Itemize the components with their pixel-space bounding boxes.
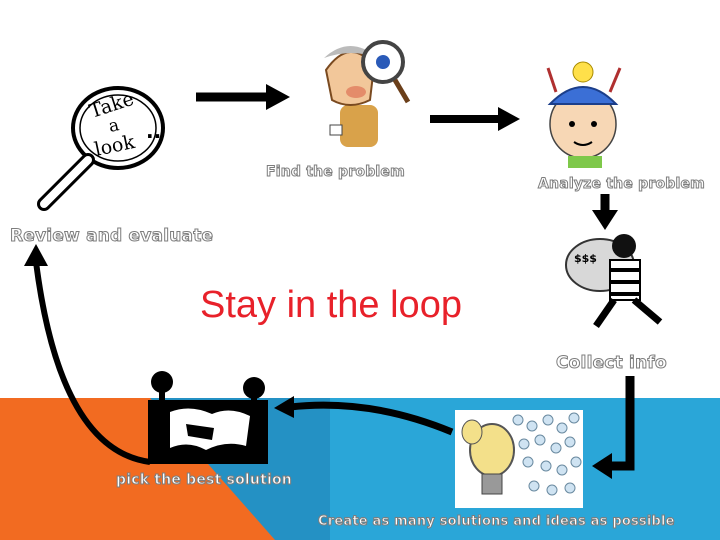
arrow-look-to-find [196, 84, 290, 110]
slide-title: Stay in the loop [200, 284, 462, 326]
money-bag-label: $$$ [574, 252, 597, 265]
magnifier-word-2: a [107, 115, 121, 137]
arrow-analyze-to-collect [592, 194, 618, 230]
magnifier-word-4: .. [146, 119, 161, 143]
orange-band [0, 398, 275, 540]
arrow-find-to-analyze [430, 107, 520, 131]
lightbulbs-icon [455, 410, 583, 508]
step-find-label: Find the problem [266, 164, 406, 181]
arrow-create-to-pick [274, 396, 454, 436]
arrow-collect-to-create [592, 376, 635, 479]
thinking-boy-icon [546, 61, 622, 168]
step-create-label: Create as many solutions and ideas as po… [318, 514, 675, 530]
robber-icon: $$$ [565, 234, 663, 328]
detective-icon [324, 40, 411, 147]
puzzle-team-icon [148, 371, 268, 464]
step-analyze-label: Analyze the problem [538, 176, 706, 193]
take-a-look-magnifier-icon: Take a look .. [37, 86, 165, 211]
arrow-pick-to-review [24, 244, 151, 465]
step-review-label: Review and evaluate [9, 226, 214, 247]
step-collect-label: Collect info [556, 353, 668, 374]
step-pick-label: pick the best solution [116, 472, 293, 489]
